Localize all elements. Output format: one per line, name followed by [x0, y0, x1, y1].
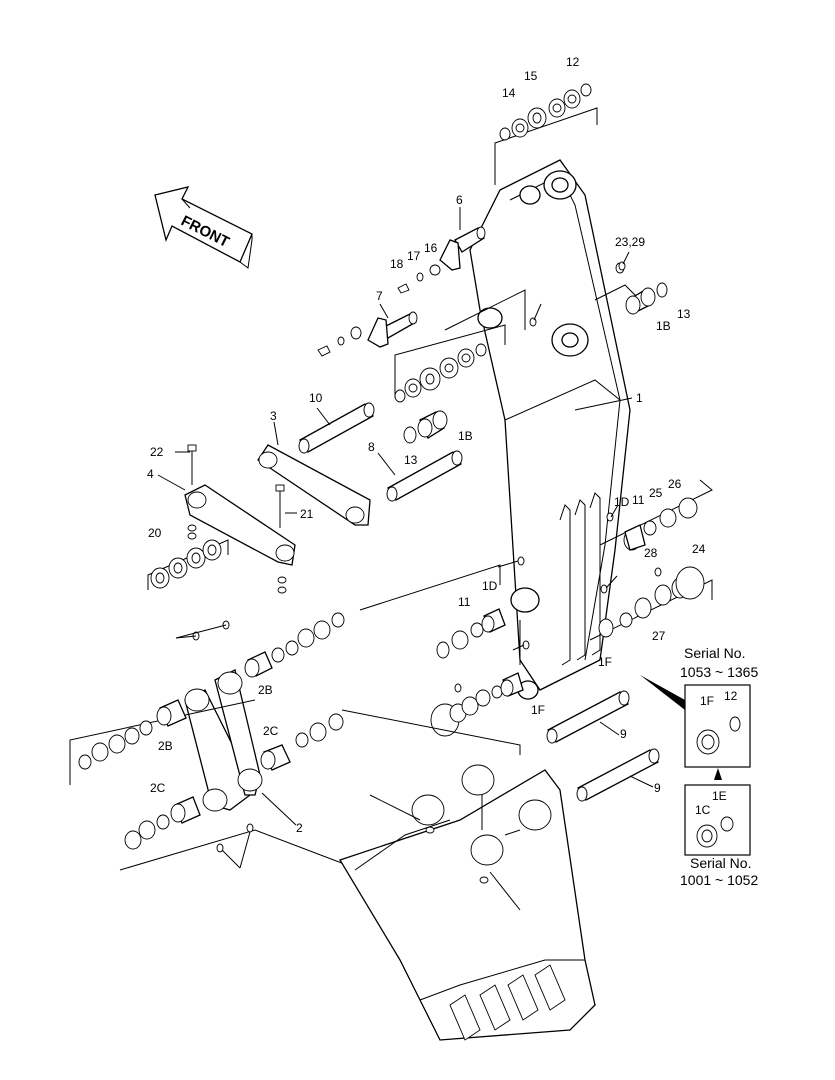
callout-23-29: 23,29	[615, 235, 645, 249]
serial-new-label-1f: 1F	[700, 694, 714, 708]
callout-2c: 2C	[263, 724, 279, 738]
callout-26: 26	[668, 477, 682, 491]
callout-1f-2: 1F	[531, 703, 545, 717]
callout-6: 6	[456, 193, 463, 207]
callout-9: 9	[620, 727, 627, 741]
callout-25: 25	[649, 486, 663, 500]
callout-11: 11	[632, 493, 645, 507]
serial-inset-new: 1F 12 Serial No. 1053 ~ 1365	[640, 645, 758, 768]
callout-1d-2: 1D	[482, 579, 498, 593]
serial-new-range: 1053 ~ 1365	[680, 664, 758, 680]
bushing-2b-upper	[244, 612, 345, 678]
callout-28: 28	[644, 546, 658, 560]
grease-fittings	[192, 261, 626, 853]
bucket	[339, 764, 596, 1041]
callout-3: 3	[270, 409, 277, 423]
washer-stack-center-left	[359, 564, 506, 659]
callout-1b-2: 1B	[458, 429, 473, 443]
washer-stack-mid	[394, 324, 506, 403]
bushing-1b-left	[403, 410, 448, 444]
pin-7	[317, 311, 418, 357]
callout-27: 27	[652, 629, 666, 643]
washer-stack-top	[494, 83, 598, 185]
callout-4: 4	[147, 467, 154, 481]
washer-stack-right-upper	[599, 479, 713, 551]
callout-2b: 2B	[258, 683, 273, 697]
callout-1d: 1D	[614, 495, 630, 509]
callout-2b-2: 2B	[158, 739, 173, 753]
arm-body	[469, 159, 631, 700]
washer-stack-right-lower	[589, 566, 713, 641]
callout-15: 15	[524, 69, 538, 83]
bushing-2c-upper	[260, 713, 344, 771]
link-4	[184, 484, 296, 566]
callout-13-2: 13	[404, 453, 418, 467]
washer-stack-link4	[147, 539, 229, 590]
serial-old-label-1c: 1C	[695, 803, 711, 817]
callout-24: 24	[692, 542, 706, 556]
callout-20: 20	[148, 526, 162, 540]
pin-10	[298, 402, 375, 454]
callout-2c-2: 2C	[150, 781, 166, 795]
serial-old-range: 1001 ~ 1052	[680, 872, 758, 888]
pin-9-upper	[546, 690, 630, 744]
bolts	[187, 444, 287, 594]
callout-17: 17	[407, 249, 421, 263]
callout-8: 8	[368, 440, 375, 454]
pin-9-lower	[576, 748, 660, 802]
callout-14: 14	[502, 86, 516, 100]
pin-6	[397, 226, 486, 294]
callout-16: 16	[424, 241, 438, 255]
callout-9-2: 9	[654, 781, 661, 795]
callout-13: 13	[677, 307, 691, 321]
serial-old-title: Serial No.	[690, 855, 751, 871]
callout-10: 10	[309, 391, 323, 405]
callout-12: 12	[566, 55, 580, 69]
bushing-1b-right	[615, 262, 668, 315]
washer-stack-lower-left	[69, 699, 361, 871]
callout-22: 22	[150, 445, 164, 459]
serial-new-title: Serial No.	[684, 645, 745, 661]
callout-labels: 1 1B 1B 1D 1D 1F 1F 2 2B 2B 2C 2C 3 4 6 …	[147, 55, 706, 835]
arm-ribs	[559, 492, 601, 666]
callout-21: 21	[300, 507, 314, 521]
callout-18: 18	[390, 257, 404, 271]
washer-stack-center-lower	[341, 672, 524, 755]
callout-2: 2	[296, 821, 303, 835]
serial-new-label-12: 12	[724, 689, 738, 703]
callout-11-2: 11	[458, 595, 471, 609]
bucket-teeth	[449, 964, 566, 1041]
link-3	[257, 444, 371, 526]
serial-arrow-icon	[714, 768, 722, 780]
leader-lines	[157, 207, 654, 911]
pin-8	[386, 450, 463, 502]
link-2	[184, 669, 263, 812]
callout-7: 7	[376, 289, 383, 303]
serial-old-label-1e: 1E	[712, 789, 727, 803]
front-arrow-icon: FRONT	[154, 186, 253, 269]
callout-1b: 1B	[656, 319, 671, 333]
callout-1f: 1F	[598, 655, 612, 669]
serial-inset-old: 1E 1C Serial No. 1001 ~ 1052	[680, 784, 758, 888]
callout-1: 1	[636, 391, 643, 405]
